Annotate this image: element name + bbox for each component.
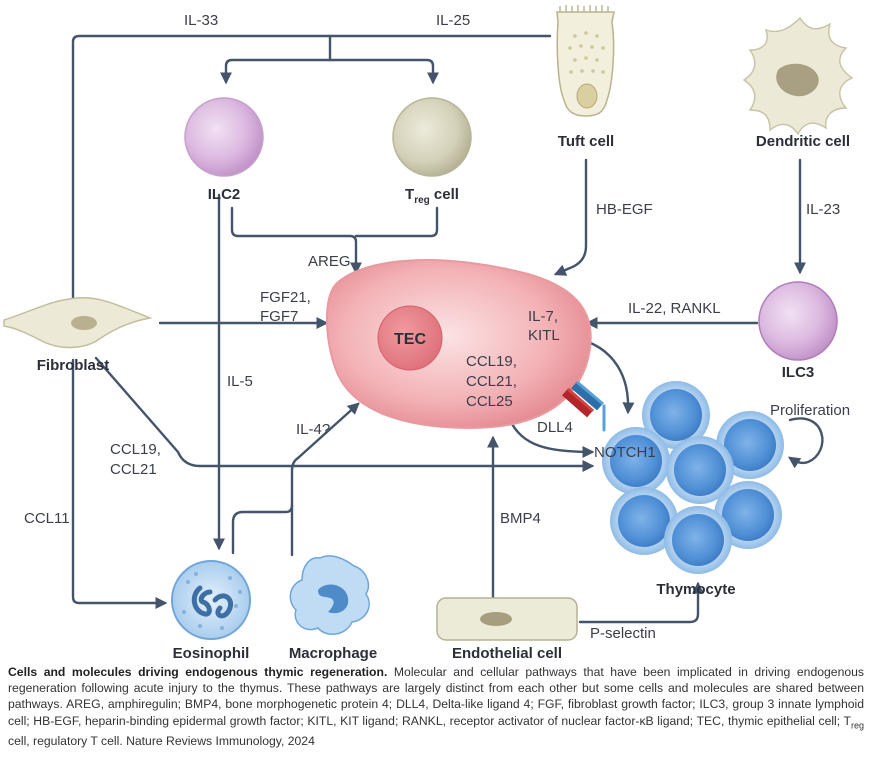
il25-label: IL-25: [436, 12, 470, 29]
eosinophil-label: Eosinophil: [173, 645, 250, 662]
dll4-label: DLL4: [537, 419, 573, 436]
il5-label: IL-5: [227, 373, 253, 390]
macrophage-label: Macrophage: [289, 645, 377, 662]
proliferation-loop-arrow: [788, 417, 824, 469]
dll4-ligand: [562, 387, 594, 418]
ccl11-label: CCL11: [24, 510, 70, 527]
tuft-label: Tuft cell: [558, 133, 614, 150]
thymocyte-cell-6: [664, 506, 732, 574]
kitl-label: KITL: [528, 327, 560, 344]
ccl19-fib-label: CCL19,: [110, 441, 161, 458]
notch1-receptor: [571, 380, 606, 432]
il33-label: IL-33: [184, 12, 218, 29]
areg-arrow: [230, 206, 362, 275]
il4-arrow: [231, 402, 360, 555]
ilc3-label: ILC3: [782, 364, 815, 381]
thymocyte-cell-3: [602, 427, 670, 495]
thymocyte-cell-5: [610, 487, 678, 555]
tuft-cell: [556, 5, 615, 117]
il4-label: IL-4?: [296, 421, 330, 438]
ccl25-tec-label: CCL25: [466, 393, 513, 410]
ccl19-tec-label: CCL19,: [466, 353, 517, 370]
caption-tail: cell, regulatory T cell. Nature Reviews …: [8, 734, 315, 749]
thymocyte-cell-1: [642, 381, 710, 449]
il-branch-ilc2-arrow: [220, 58, 332, 85]
areg-label: AREG: [308, 253, 351, 270]
pselectin-arrow: [578, 581, 704, 624]
fgf21-label: FGF21,: [260, 289, 311, 306]
thymic-regeneration-diagram: ILC2 Treg cell Tuft cell Dendritic cell …: [3, 5, 854, 662]
fgf7-label: FGF7: [260, 308, 298, 325]
figure-caption: Cells and molecules driving endogenous t…: [8, 664, 864, 749]
macrophage-cell: [289, 555, 370, 635]
endothelial-cell: [436, 597, 578, 641]
eosinophil-cell: [171, 560, 251, 640]
notch1-label: NOTCH1: [594, 444, 656, 461]
il7-label: IL-7,: [528, 308, 558, 325]
fibroblast-cell: [3, 297, 153, 349]
pselectin-label: P-selectin: [590, 625, 656, 642]
il33-line: [71, 34, 552, 300]
treg-cell: [392, 97, 472, 177]
ccl21-fib-label: CCL21: [110, 461, 157, 478]
il22-rankl-label: IL-22, RANKL: [628, 300, 721, 317]
thymocyte-cell-7: [666, 436, 734, 504]
hbegf-label: HB-EGF: [596, 201, 653, 218]
il23-label: IL-23: [806, 201, 840, 218]
treg-label: Treg cell: [405, 186, 459, 206]
endothelial-label: Endothelial cell: [452, 645, 562, 662]
ilc3-cell: [758, 281, 838, 361]
ilc2-cell: [184, 97, 264, 177]
tec-cell: [326, 259, 592, 430]
caption-body: Molecular and cellular pathways that hav…: [8, 665, 864, 728]
fibroblast-label: Fibroblast: [37, 357, 110, 374]
thymocyte-label: Thymocyte: [656, 581, 735, 598]
treg-to-areg-line: [354, 206, 439, 238]
caption-treg: T: [843, 713, 851, 728]
bmp4-label: BMP4: [500, 510, 541, 527]
ccl21-tec-label: CCL21,: [466, 373, 517, 390]
caption-title: Cells and molecules driving endogenous t…: [8, 665, 388, 679]
il-branch-treg-arrow: [328, 58, 439, 85]
tec-label: TEC: [394, 331, 426, 348]
ccl11-arrow: [71, 358, 168, 609]
dendritic-cell: [742, 16, 854, 136]
proliferation-label: Proliferation: [770, 402, 850, 419]
dendritic-label: Dendritic cell: [756, 133, 850, 150]
hbegf-arrow: [553, 158, 588, 276]
ccl-fib-arrow: [94, 356, 595, 472]
thymocyte-cluster: [602, 381, 784, 574]
ccl-tec-arrow: [508, 418, 595, 458]
ilc2-label: ILC2: [208, 186, 241, 203]
caption-treg-sub: reg: [850, 720, 864, 731]
